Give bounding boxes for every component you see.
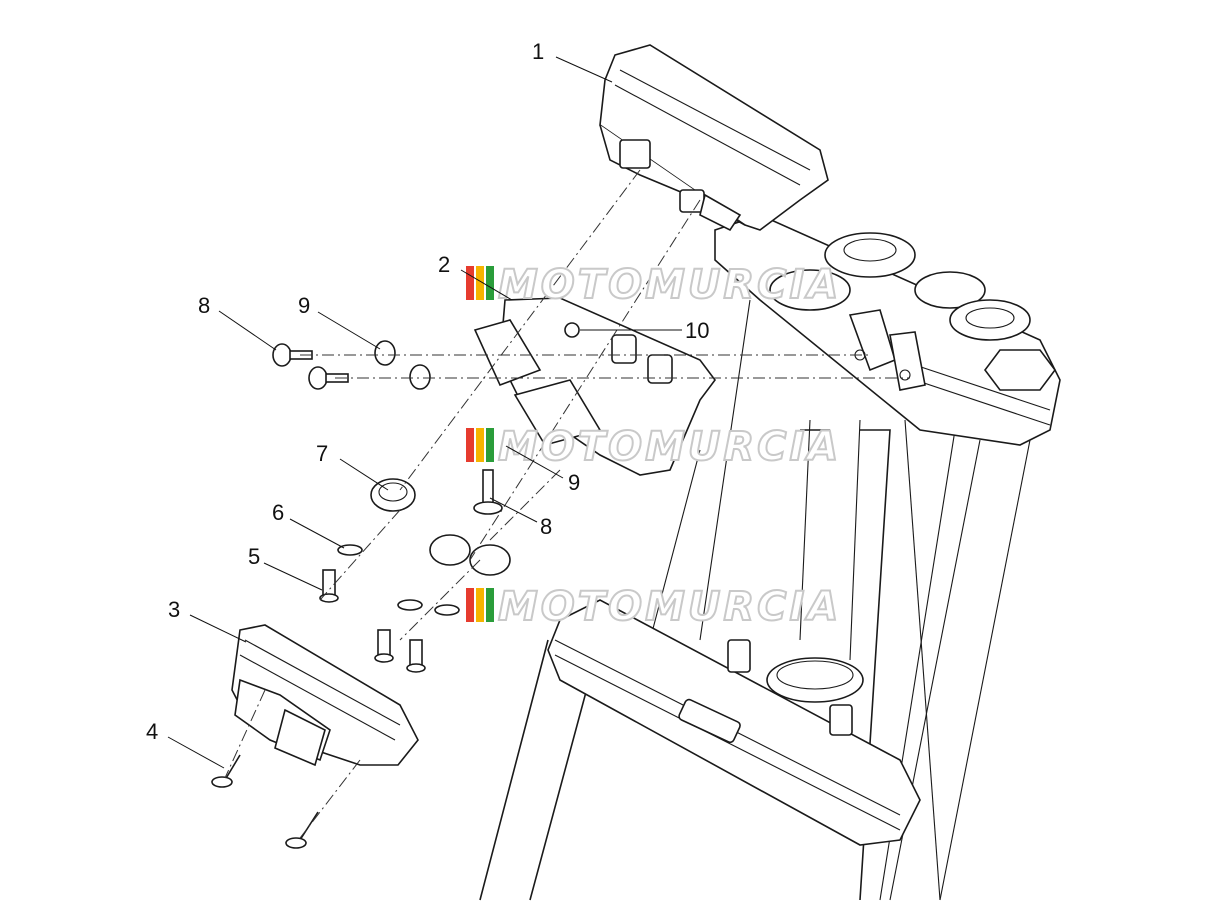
screw-8-center bbox=[473, 469, 503, 515]
callout-3: 3 bbox=[168, 597, 180, 622]
washer-6b bbox=[397, 599, 423, 611]
callout-8-center: 8 bbox=[540, 514, 552, 539]
watermark-top: MOTOMURCIA bbox=[466, 261, 841, 309]
lower-triple-clamp bbox=[547, 599, 921, 846]
watermark-bottom: MOTOMURCIA bbox=[466, 583, 841, 631]
upper-triple-clamp bbox=[714, 214, 1061, 446]
screw-4 bbox=[211, 754, 319, 849]
callout-2: 2 bbox=[438, 252, 450, 277]
svg-text:MOTOMURCIA: MOTOMURCIA bbox=[498, 424, 841, 470]
callout-4: 4 bbox=[146, 719, 158, 744]
washer-6c bbox=[434, 604, 460, 616]
grommet-7 bbox=[370, 478, 511, 576]
callout-10: 10 bbox=[685, 318, 709, 343]
bushing-5 bbox=[319, 569, 426, 673]
callout-8-left: 8 bbox=[198, 293, 210, 318]
callout-9-left: 9 bbox=[298, 293, 310, 318]
watermark-middle: MOTOMURCIA bbox=[466, 423, 841, 471]
washer-9-lower bbox=[409, 364, 431, 390]
callout-7: 7 bbox=[316, 441, 328, 466]
callout-6: 6 bbox=[272, 500, 284, 525]
bracket-part-2 bbox=[473, 297, 716, 476]
callout-labels: 1 2 3 4 5 6 7 8 8 9 9 10 bbox=[146, 39, 709, 744]
callout-5: 5 bbox=[248, 544, 260, 569]
callout-9-center: 9 bbox=[568, 470, 580, 495]
svg-text:MOTOMURCIA: MOTOMURCIA bbox=[498, 584, 841, 630]
assembly-lines bbox=[224, 169, 910, 839]
washer-9-upper bbox=[374, 340, 396, 366]
rear-cover-part-3 bbox=[231, 624, 419, 767]
svg-text:MOTOMURCIA: MOTOMURCIA bbox=[498, 262, 841, 308]
leader-lines bbox=[167, 56, 682, 769]
instrument-cluster-part-1 bbox=[599, 44, 829, 232]
hardware bbox=[211, 340, 511, 849]
callout-1: 1 bbox=[532, 39, 544, 64]
